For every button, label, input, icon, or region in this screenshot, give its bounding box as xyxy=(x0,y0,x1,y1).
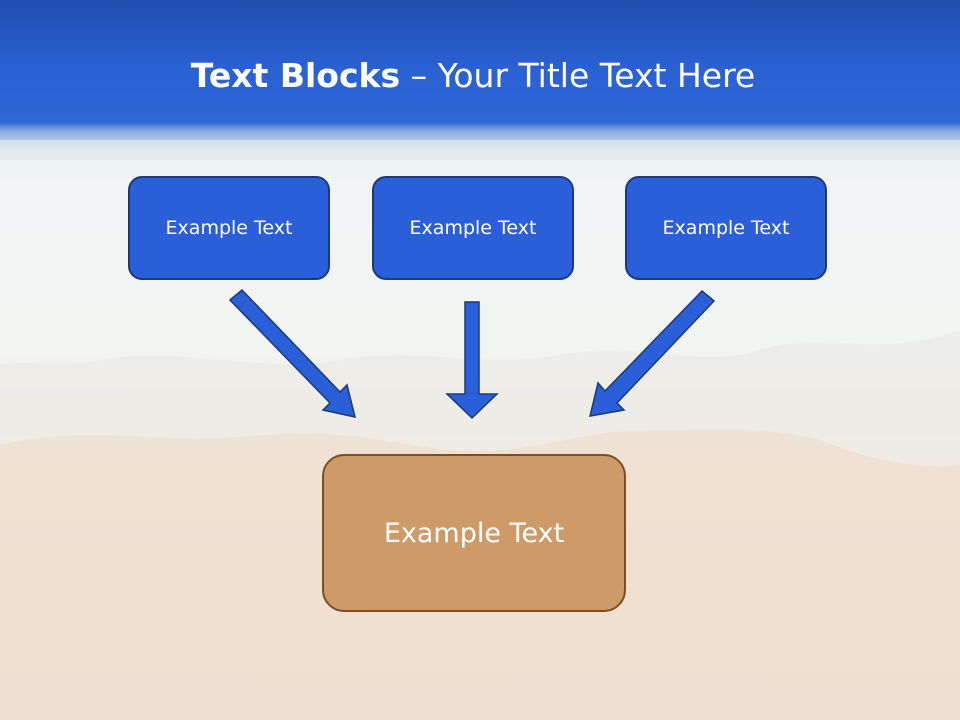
arrow-right xyxy=(589,289,716,417)
target-block[interactable]: Example Text xyxy=(322,454,626,612)
title-rest: – Your Title Text Here xyxy=(400,56,756,95)
page-title: Text Blocks – Your Title Text Here xyxy=(0,52,946,100)
arrow-left xyxy=(228,288,357,418)
arrow-center xyxy=(445,301,499,420)
text-block-1[interactable]: Example Text xyxy=(128,176,330,280)
text-block-3-label: Example Text xyxy=(662,217,790,239)
target-block-label: Example Text xyxy=(383,517,565,549)
text-block-2[interactable]: Example Text xyxy=(372,176,574,280)
title-bold: Text Blocks xyxy=(190,56,401,95)
text-block-2-label: Example Text xyxy=(409,217,537,239)
text-block-1-label: Example Text xyxy=(165,217,293,239)
text-block-3[interactable]: Example Text xyxy=(625,176,827,280)
